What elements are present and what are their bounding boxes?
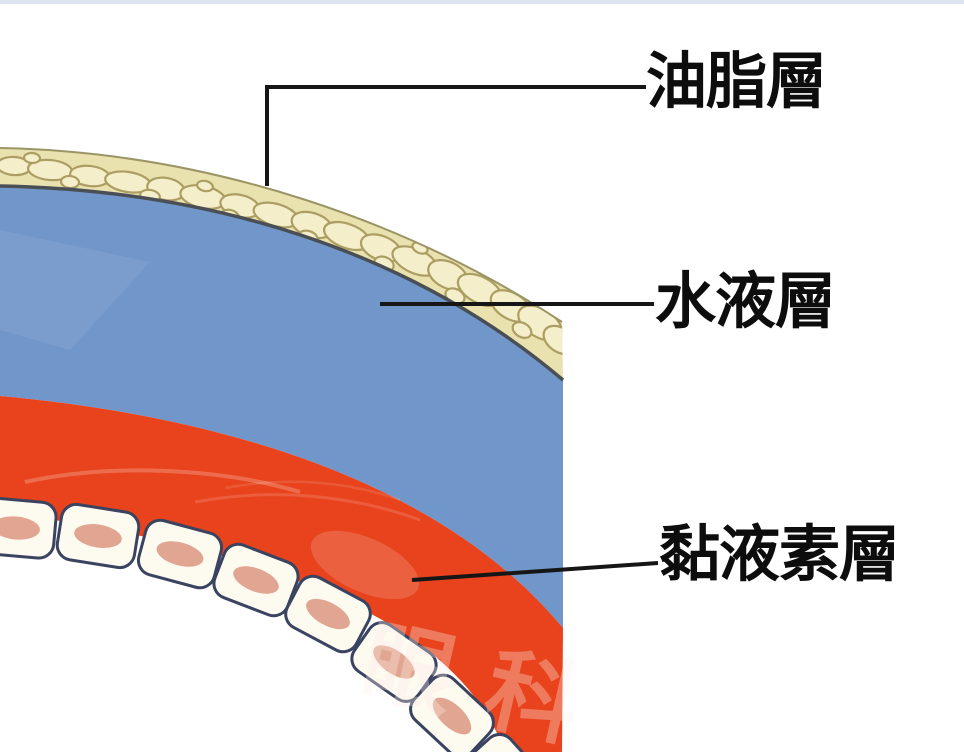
label-mucin-layer: 黏液素層 [659, 520, 900, 588]
cell-nucleus [74, 524, 122, 548]
lipid-bubbles [0, 151, 563, 356]
leader-line-mucin [411, 561, 659, 582]
aqueous-layer-sheen [0, 230, 150, 350]
lipid-layer-bottom-edge [0, 184, 565, 382]
label-lipid-layer: 油脂層 [646, 47, 827, 115]
lipid-layer-top-edge [0, 147, 563, 323]
cell-nucleus [233, 566, 279, 594]
scan-artifact-strip [0, 0, 964, 4]
cell-nucleus [373, 645, 415, 679]
mucin-layer-highlights [24, 468, 457, 694]
cell-nucleus [432, 697, 472, 735]
leader-lines [265, 85, 659, 582]
epithelial-cell [463, 732, 549, 752]
cell-nucleus [306, 598, 350, 630]
leader-line-lipid [265, 85, 646, 186]
cell-nucleus [156, 541, 204, 567]
label-aqueous-layer: 水液層 [655, 267, 836, 335]
cell-nuclei [0, 516, 472, 735]
aqueous-layer [0, 186, 563, 628]
cell-nucleus [0, 516, 40, 540]
